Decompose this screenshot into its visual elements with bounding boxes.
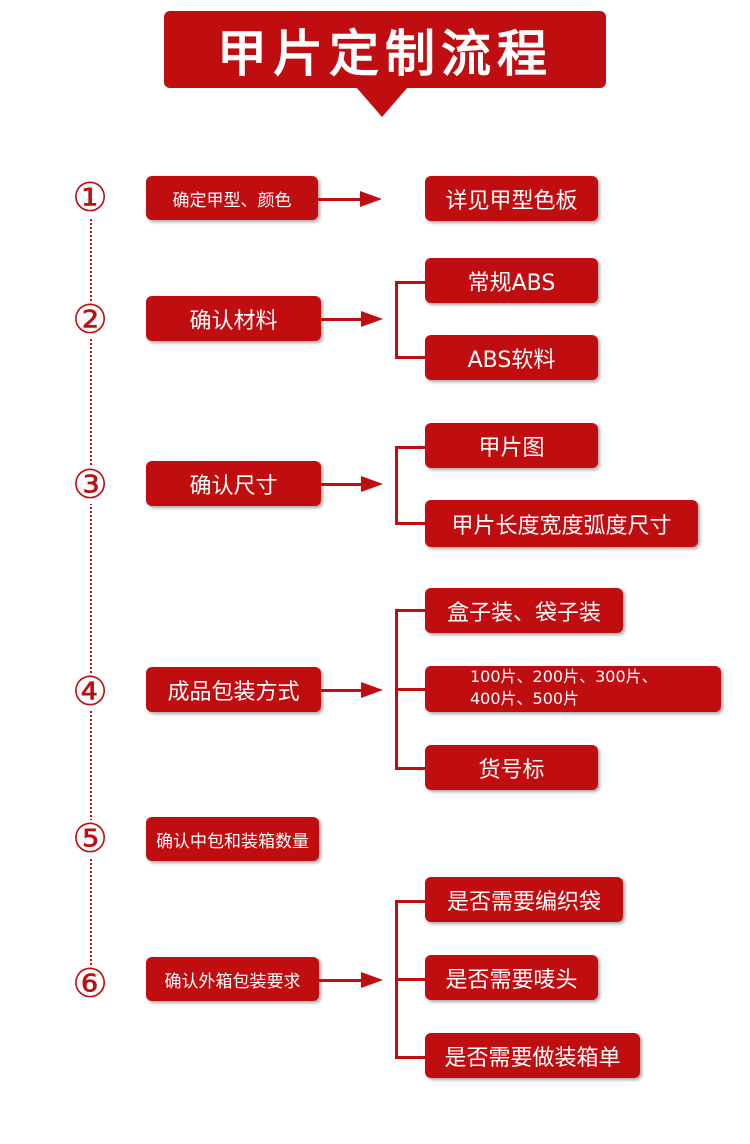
banner-pointer [356,87,408,117]
step-2-arrow-head [361,311,383,327]
step-number-4: ④ [71,669,109,715]
step-6-arrow-line [319,979,363,982]
step-4-option-2-line-1: 100片、200片、300片、 [470,667,658,686]
step-6-branch-3 [395,1056,425,1059]
step-6-option-2: 是否需要唛头 [425,955,598,1000]
step-4-branch-1 [395,609,425,612]
step-2-branch-2 [395,356,425,359]
step-2-bracket [395,281,398,359]
step-1-option-1: 详见甲型色板 [425,176,598,221]
step-3-option-1: 甲片图 [425,423,598,468]
step-2-option-1: 常规ABS [425,258,598,303]
step-3-branch-2 [395,522,425,525]
step-6-option-3: 是否需要做装箱单 [425,1033,640,1078]
step-4-arrow-line [321,689,363,692]
step-number-6: ⑥ [71,961,109,1007]
step-6-branch-2 [395,978,425,981]
step-1-arrow-head [360,191,382,207]
step-4-arrow-head [361,682,383,698]
step-6-branch-1 [395,900,425,903]
step-4-option-1: 盒子装、袋子装 [425,588,623,633]
step-number-5: ⑤ [71,816,109,862]
step-3-arrow-line [321,483,363,486]
step-6-box: 确认外箱包装要求 [146,957,319,1001]
step-3-branch-1 [395,446,425,449]
step-1-arrow-line [318,198,362,201]
title-banner: 甲片定制流程 [164,11,606,88]
step-4-option-3: 货号标 [425,745,598,790]
step-number-1: ① [71,175,109,221]
step-6-option-1: 是否需要编织袋 [425,877,623,922]
step-4-branch-2 [395,688,425,691]
page-title: 甲片定制流程 [217,24,553,83]
step-4-box: 成品包装方式 [146,667,321,712]
step-4-branch-3 [395,767,425,770]
step-4-option-2: 100片、200片、300片、 400片、500片 [425,666,721,712]
step-1-box: 确定甲型、颜色 [146,176,318,220]
step-number-2: ② [71,297,109,343]
step-number-3: ③ [71,462,109,508]
step-5-box: 确认中包和装箱数量 [146,817,319,861]
step-3-box: 确认尺寸 [146,461,321,506]
timeline-line [90,214,92,969]
step-3-bracket [395,446,398,525]
step-2-option-2: ABS软料 [425,335,598,380]
step-3-arrow-head [361,476,383,492]
step-4-option-2-line-2: 400片、500片 [470,689,580,708]
step-2-box: 确认材料 [146,296,321,341]
step-2-arrow-line [321,318,363,321]
step-6-arrow-head [361,972,383,988]
step-3-option-2: 甲片长度宽度弧度尺寸 [425,500,698,547]
step-2-branch-1 [395,281,425,284]
